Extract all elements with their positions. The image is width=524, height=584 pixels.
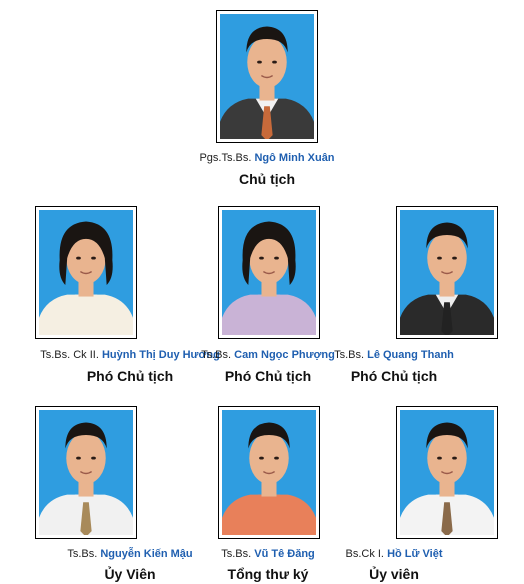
member-title-name: Ts.Bs. Cam Ngọc Phượng [138,349,398,361]
suit [39,294,133,335]
member-title-name: Bs.Ck I. Hồ Lữ Việt [264,548,524,560]
member-degree: Ts.Bs. [221,548,252,560]
member-photo-frame [396,206,498,339]
member-photo-frame [35,406,137,539]
member-name: Ngô Minh Xuân [254,152,335,164]
member-role: Ủy viên [369,566,419,582]
tie [441,502,453,535]
member-role: Phó Chủ tịch [86,368,174,384]
member-title-name: Ts.Bs. Nguyễn Kiến Mậu [0,548,260,560]
member-role: Phó Chủ tịch [224,368,312,384]
member-degree: Ts.Bs. Ck II. [40,349,99,361]
tie [261,106,273,139]
portrait-photo [400,410,494,535]
member-photo-frame [218,406,320,539]
member-name: Huỳnh Thị Duy Hương [101,349,220,361]
member-photo-frame [35,206,137,339]
member-degree: Ts.Bs. [201,349,232,361]
member-degree: Ts.Bs. [67,548,98,560]
member-photo-frame [216,10,318,143]
member-name: Hồ Lữ Việt [387,548,443,560]
portrait-photo [400,210,494,335]
member-role: Tổng thư ký [227,566,309,582]
member-photo-frame [396,406,498,539]
portrait-photo [220,14,314,139]
member-role: Ủy Viên [104,566,156,582]
member-name: Lê Quang Thanh [367,349,454,361]
member-role: Phó Chủ tịch [350,368,438,384]
tie [441,302,453,335]
member-name: Vũ Tê Đăng [254,548,315,560]
member-title-name: Ts.Bs. Lê Quang Thanh [264,349,524,361]
member-degree: Pgs.Ts.Bs. [199,152,252,164]
member-degree: Ts.Bs. [334,349,365,361]
member-role: Chủ tịch [239,171,295,187]
member-photo-frame [218,206,320,339]
member-name: Cam Ngọc Phượng [234,349,335,361]
portrait-photo [222,410,316,535]
member-degree: Bs.Ck I. [345,548,384,560]
portrait-photo [222,210,316,335]
member-name: Nguyễn Kiến Mậu [100,548,193,560]
suit [222,494,316,535]
member-title-name: Ts.Bs. Vũ Tê Đăng [138,548,398,560]
portrait-photo [39,210,133,335]
suit [222,294,316,335]
member-title-name: Pgs.Ts.Bs. Ngô Minh Xuân [137,152,397,164]
tie [80,502,92,535]
portrait-photo [39,410,133,535]
member-title-name: Ts.Bs. Ck II. Huỳnh Thị Duy Hương [0,349,260,361]
